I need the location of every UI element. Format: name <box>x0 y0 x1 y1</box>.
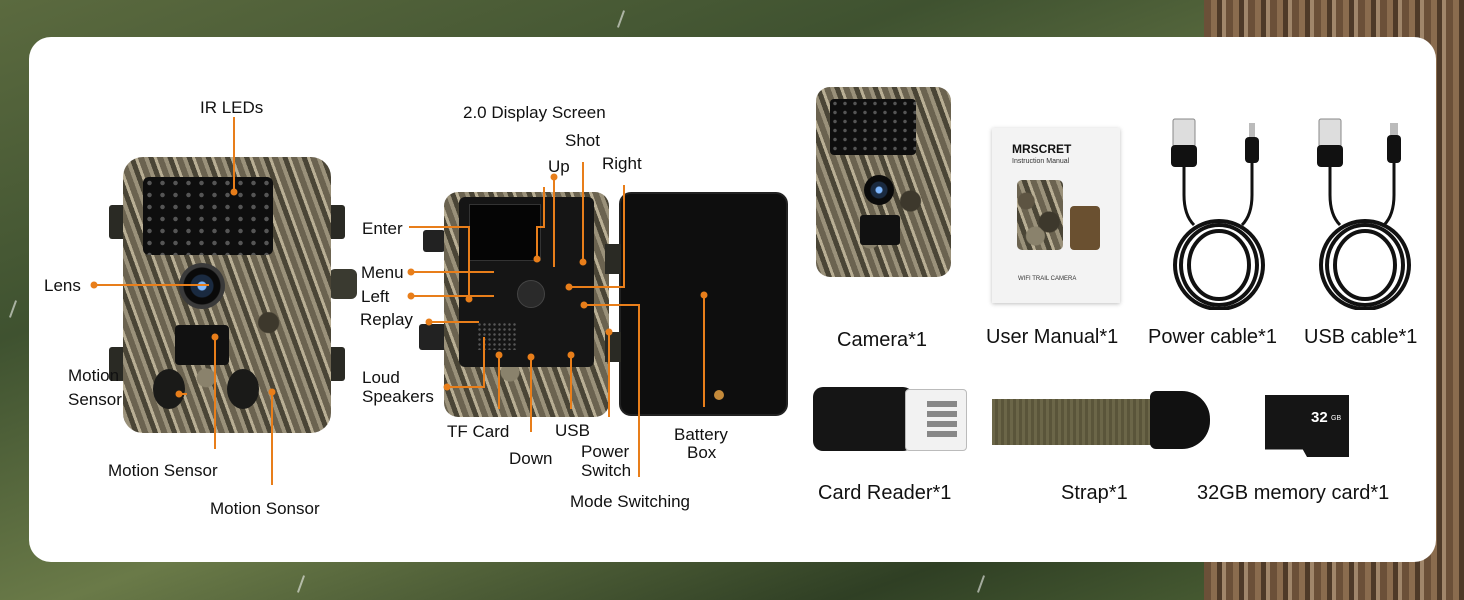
mount-tab <box>109 347 127 381</box>
strap-buckle <box>1150 391 1210 449</box>
usb-contacts <box>927 401 957 437</box>
label-replay: Replay <box>360 310 413 329</box>
battery-contact <box>714 390 724 400</box>
label-motion-sensor-bottom: Motion Sensor <box>108 461 218 480</box>
usb-plug-icon <box>1317 118 1343 167</box>
label-power: Power <box>581 442 630 461</box>
caption-card-reader: Card Reader*1 <box>818 482 952 504</box>
lens-icon <box>864 175 894 205</box>
side-latch <box>605 244 621 274</box>
micro-usb-plug-icon <box>1387 123 1401 163</box>
label-menu: Menu <box>361 263 404 282</box>
motion-sensor-icon <box>153 369 185 409</box>
dc-plug-icon <box>1245 123 1259 163</box>
product-panel: IR LEDs Lens Motion Sensor Motion Sensor… <box>29 37 1436 562</box>
mount-tab <box>109 205 127 239</box>
rain-streak <box>616 10 626 28</box>
manual-camera-photo <box>1017 180 1063 250</box>
caption-user-manual: User Manual*1 <box>986 326 1119 348</box>
strap-band <box>992 399 1160 445</box>
memory-card-size: 32 <box>1311 409 1328 426</box>
label-battery: Battery <box>674 425 728 444</box>
manual-bear-photo <box>1070 206 1100 250</box>
caption-camera: Camera*1 <box>837 329 928 351</box>
caption-memory-card: 32GB memory card*1 <box>1197 482 1390 504</box>
usb-plug-icon <box>1171 118 1197 167</box>
sensor-window <box>175 325 229 365</box>
package-camera-image <box>816 87 951 277</box>
user-manual-image: MRSCRET Instruction Manual WIFI TRAIL CA… <box>992 128 1120 303</box>
caption-usb-cable: USB cable*1 <box>1304 326 1418 348</box>
label-lens: Lens <box>44 276 81 295</box>
rain-streak <box>976 575 986 593</box>
strap-image <box>992 391 1212 449</box>
motion-sensor-icon <box>227 369 259 409</box>
caption-power-cable: Power cable*1 <box>1148 326 1277 348</box>
sensor-window <box>860 215 900 245</box>
label-up: Up <box>548 157 570 176</box>
rain-streak <box>8 300 18 318</box>
mount-tab <box>423 230 445 252</box>
callout-lines <box>90 117 708 485</box>
caption-strap: Strap*1 <box>1061 482 1128 504</box>
side-latch <box>329 269 357 299</box>
power-cable-image <box>1171 118 1265 310</box>
ir-led-panel <box>143 177 273 255</box>
label-motion-sonsor: Motion Sonsor <box>210 499 320 518</box>
label-usb: USB <box>555 421 590 440</box>
label-tf-card: TF Card <box>447 422 510 441</box>
label-loud: Loud <box>362 368 400 387</box>
label-box: Box <box>687 443 717 462</box>
mount-tab <box>327 205 345 239</box>
card-reader-image <box>813 387 968 451</box>
label-right: Right <box>602 154 642 173</box>
rain-streak <box>296 575 306 593</box>
label-mode-switching: Mode Switching <box>570 492 691 511</box>
label-left: Left <box>361 287 390 306</box>
card-reader-body <box>813 387 913 451</box>
label-motion-sensor-left-line2: Sensor <box>68 390 122 409</box>
mount-tab <box>327 347 345 381</box>
memory-card-unit: GB <box>1331 415 1342 422</box>
manual-brand: MRSCRET <box>1012 142 1072 156</box>
label-down: Down <box>509 449 553 468</box>
ir-led-panel <box>830 99 916 155</box>
label-speakers: Speakers <box>362 387 434 406</box>
memory-card-image: 32 GB <box>1265 395 1349 457</box>
label-motion-sensor-left-line1: Motion <box>68 366 120 385</box>
label-display-screen: 2.0 Display Screen <box>463 103 606 122</box>
manual-footer: WIFI TRAIL CAMERA <box>1018 276 1077 282</box>
mount-tab <box>419 324 447 350</box>
display-screen <box>469 204 541 261</box>
label-switch: Switch <box>581 461 632 480</box>
camera-front-image <box>109 157 357 433</box>
manual-subtitle: Instruction Manual <box>1012 158 1070 165</box>
enter-button <box>517 280 545 308</box>
label-enter: Enter <box>362 219 403 238</box>
usb-cable-image <box>1317 118 1411 310</box>
label-shot: Shot <box>565 131 600 150</box>
label-ir-leds: IR LEDs <box>200 98 264 117</box>
